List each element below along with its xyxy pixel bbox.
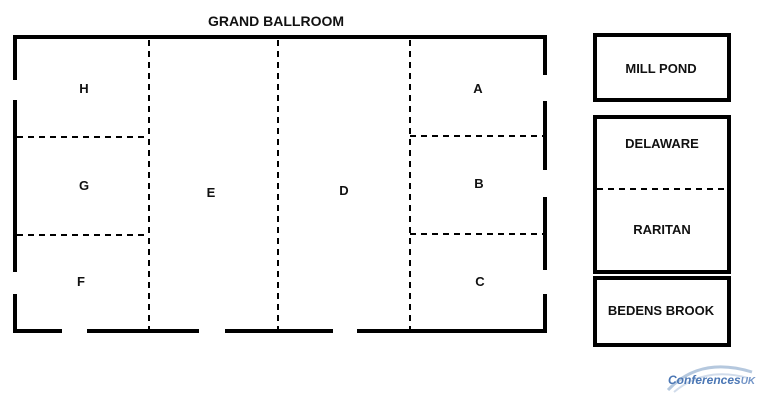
section-d-label: D xyxy=(339,183,348,198)
section-f-label: F xyxy=(77,274,85,289)
mill-pond-label: MILL POND xyxy=(625,61,696,76)
section-c-label: C xyxy=(475,274,485,289)
section-e-label: E xyxy=(207,185,216,200)
section-g-label: G xyxy=(79,178,89,193)
logo-text-main: Conferences xyxy=(668,373,741,387)
raritan-label: RARITAN xyxy=(633,222,691,237)
grand-ballroom-walls xyxy=(13,35,547,333)
ballroom-partitions xyxy=(17,40,543,329)
section-h-label: H xyxy=(79,81,88,96)
mill-pond-room xyxy=(593,33,731,102)
page-title: GRAND BALLROOM xyxy=(208,13,344,29)
delaware-raritan-room xyxy=(593,115,731,274)
section-a-label: A xyxy=(473,81,483,96)
section-b-label: B xyxy=(474,176,483,191)
bedens-brook-label: BEDENS BROOK xyxy=(608,303,715,318)
conferences-uk-logo: ConferencesUK xyxy=(666,365,756,393)
logo-text-suffix: UK xyxy=(741,376,756,387)
svg-text:ConferencesUK: ConferencesUK xyxy=(668,373,756,387)
delaware-label: DELAWARE xyxy=(625,136,699,151)
bedens-brook-room xyxy=(593,276,731,347)
